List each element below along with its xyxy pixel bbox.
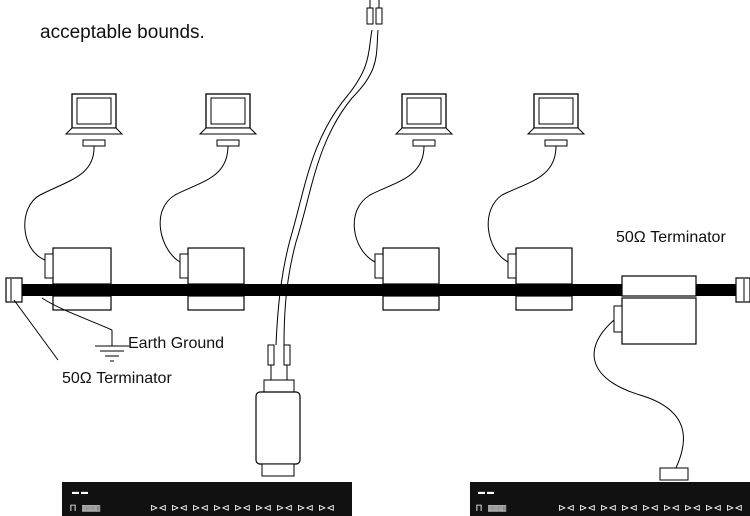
- hub-port-icon: ⊳⊲: [600, 503, 617, 514]
- transceiver-3: [374, 247, 440, 311]
- coax-trunk-cable: [18, 284, 744, 296]
- label-terminator-left: 50Ω Terminator: [62, 370, 172, 387]
- terminator-right: [735, 277, 750, 303]
- fiber-connector-top: [366, 0, 383, 25]
- computer-icon: [198, 93, 258, 147]
- hub-right: ▬ ▬ ⊓ ▥▥▥: [470, 482, 750, 516]
- hub-port-icon: ⊳⊲: [276, 503, 293, 514]
- hub-port-icon: ⊳⊲: [255, 503, 272, 514]
- fiber-media-converter: [255, 379, 301, 477]
- terminator-left: [5, 277, 23, 303]
- earth-ground-symbol: [41, 297, 129, 362]
- hub-port-icon: ⊳⊲: [621, 503, 638, 514]
- hub-port-icon: ⊳⊲: [150, 503, 167, 514]
- drop-cable-4: [487, 145, 557, 263]
- hub-port-icon: ⊳⊲: [579, 503, 596, 514]
- hub-port-icon: ⊳⊲: [663, 503, 680, 514]
- transceiver-1: [44, 247, 112, 311]
- hub-port-icon: ⊳⊲: [705, 503, 722, 514]
- svg-text:⊓ ▥▥▥: ⊓ ▥▥▥: [70, 503, 100, 514]
- drop-cable-5: [593, 319, 684, 473]
- caption-text: acceptable bounds.: [40, 0, 740, 50]
- hub-port-icon: ⊳⊲: [558, 503, 575, 514]
- hub-left: ▬ ▬ ⊓ ▥▥▥: [62, 482, 352, 516]
- hub-port-icon: ⊳⊲: [726, 503, 743, 514]
- hub-port-icon: ⊳⊲: [234, 503, 251, 514]
- hub-port-icon: ⊳⊲: [213, 503, 230, 514]
- computer-icon: [64, 93, 124, 147]
- svg-text:▬ ▬: ▬ ▬: [72, 489, 88, 496]
- hub-port-icon: ⊳⊲: [642, 503, 659, 514]
- drop-cable-1: [24, 145, 95, 261]
- transceiver-2: [179, 247, 245, 311]
- hub-port-icon: ⊳⊲: [171, 503, 188, 514]
- computer-icon: [526, 93, 586, 147]
- hub-port-icon: ⊳⊲: [297, 503, 314, 514]
- computer-icon: [394, 93, 454, 147]
- transceiver-5: [613, 275, 697, 345]
- hub-left-ports: ⊳⊲ ⊳⊲ ⊳⊲ ⊳⊲ ⊳⊲ ⊳⊲ ⊳⊲ ⊳⊲ ⊳⊲: [150, 503, 335, 514]
- label-earth-ground: Earth Ground: [128, 335, 224, 352]
- fiber-cable-top: [275, 29, 373, 346]
- drop-cable-3: [353, 145, 425, 263]
- transceiver-4: [507, 247, 573, 311]
- hub-port-icon: ⊳⊲: [192, 503, 209, 514]
- hub-port-icon: ⊳⊲: [318, 503, 335, 514]
- drop-cable-2: [159, 145, 229, 263]
- hub-right-ports: ⊳⊲ ⊳⊲ ⊳⊲ ⊳⊲ ⊳⊲ ⊳⊲ ⊳⊲ ⊳⊲ ⊳⊲: [558, 503, 743, 514]
- caption-line-2: acceptable bounds.: [40, 22, 205, 43]
- hub-port-icon: ⊳⊲: [684, 503, 701, 514]
- label-terminator-right: 50Ω Terminator: [616, 229, 726, 246]
- terminator-left-leader: [13, 299, 59, 361]
- fiber-connectors: [267, 344, 291, 382]
- svg-text:⊓ ▥▥▥: ⊓ ▥▥▥: [476, 503, 506, 514]
- svg-text:▬ ▬: ▬ ▬: [478, 489, 494, 496]
